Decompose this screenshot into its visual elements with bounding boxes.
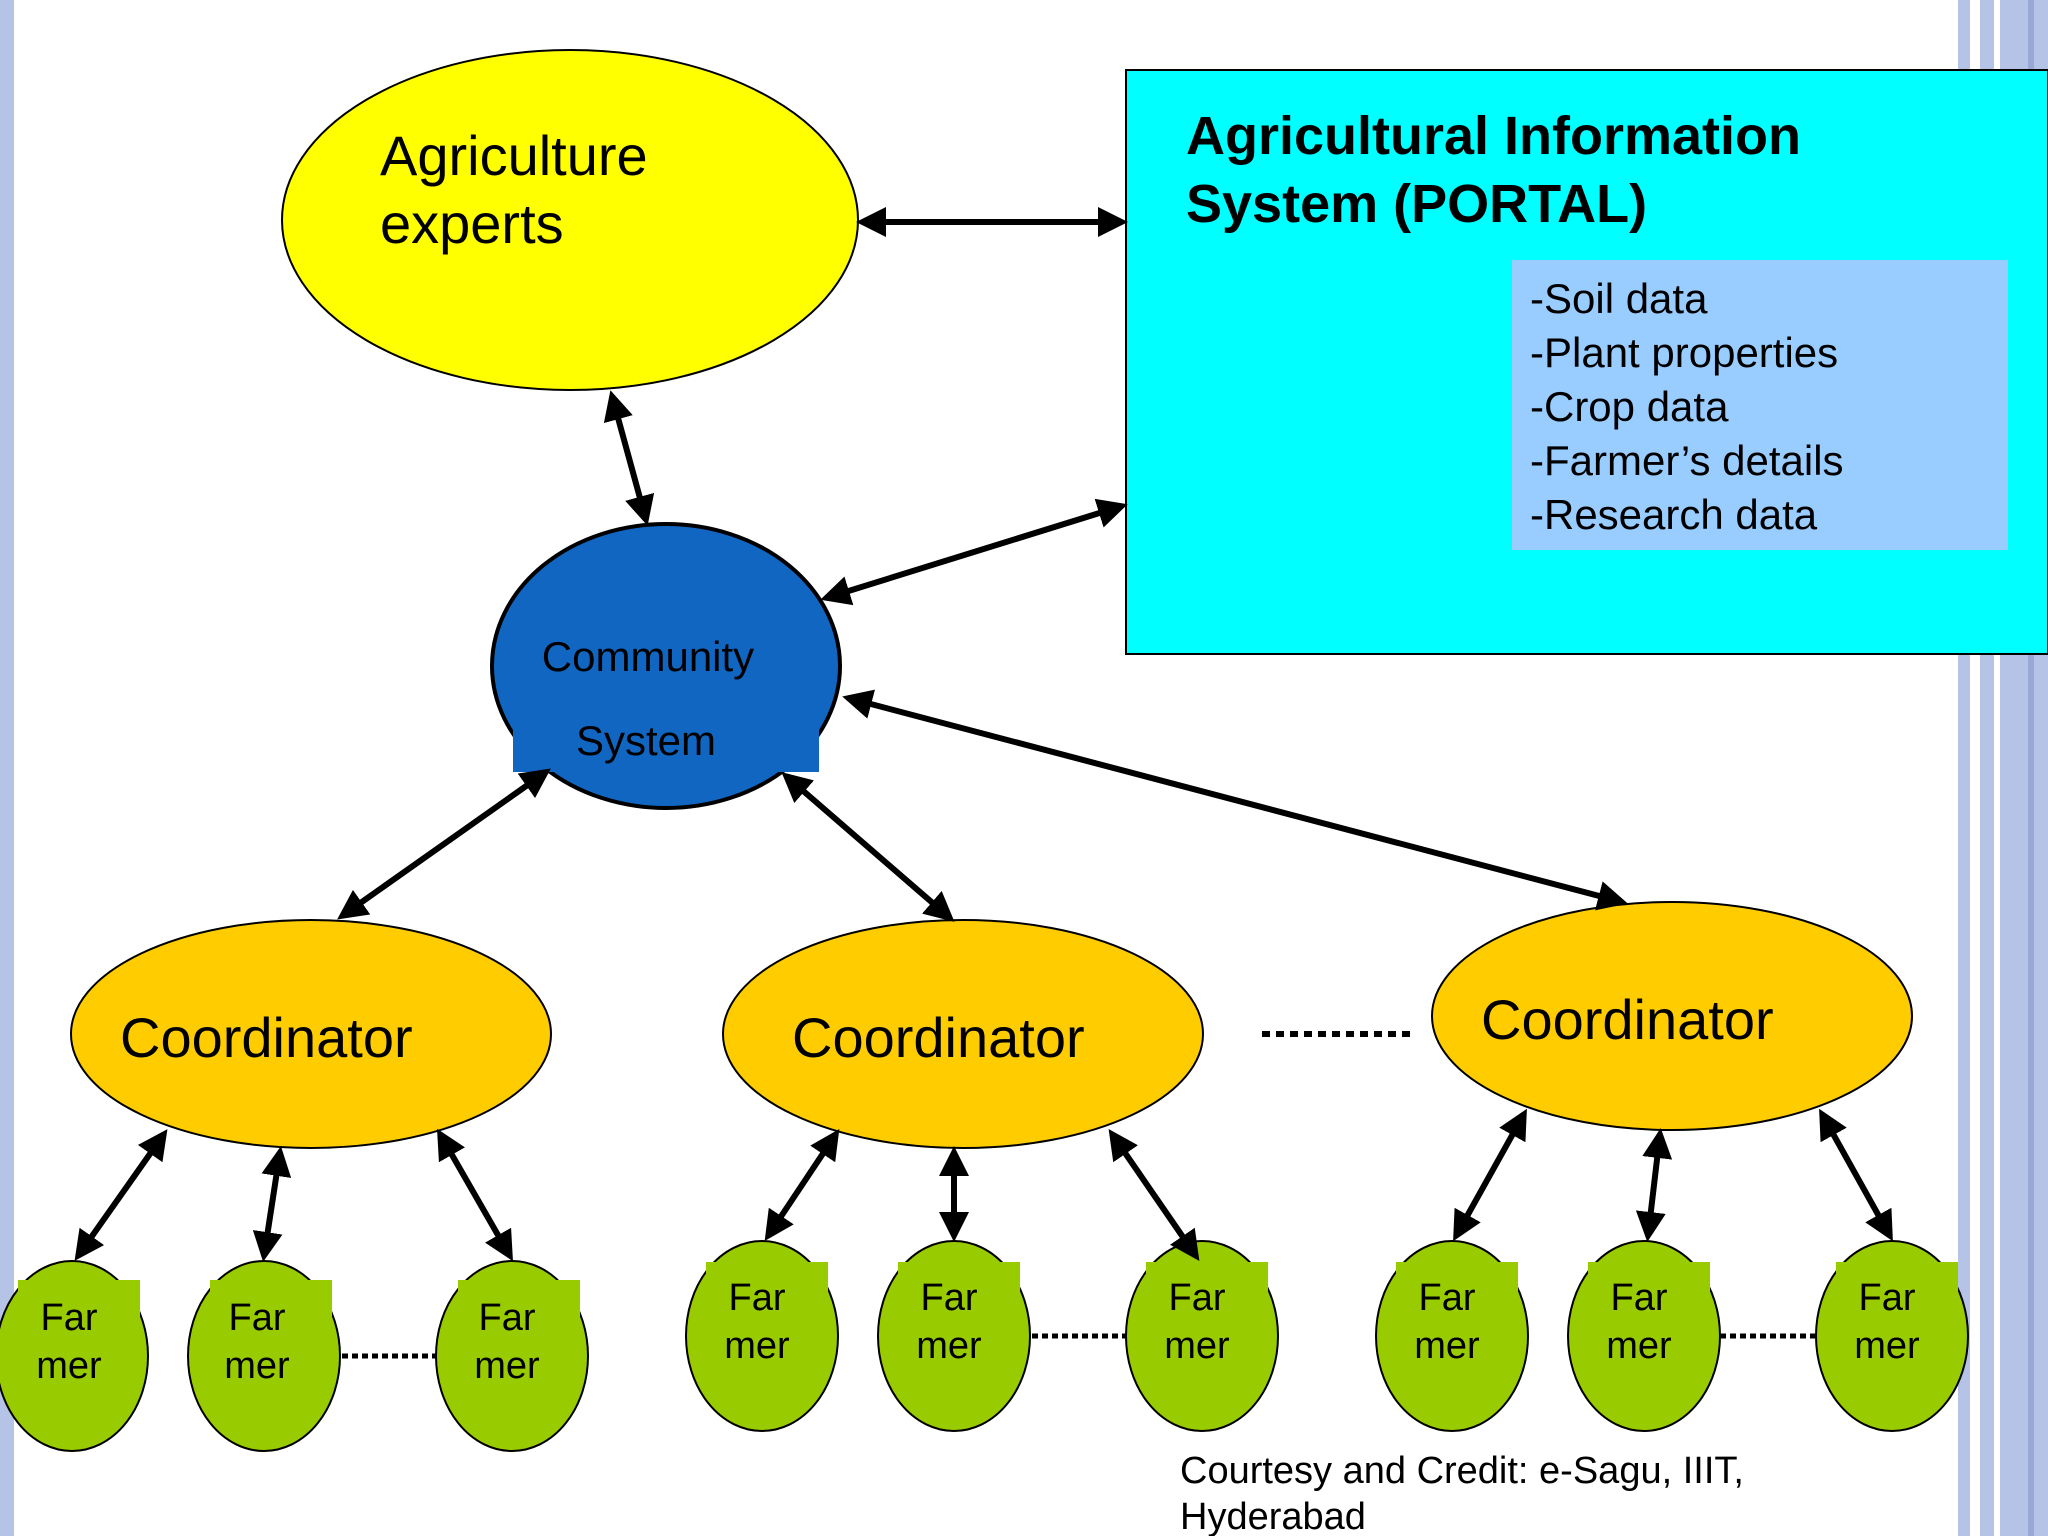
arrow-coord3-farmer8 xyxy=(1635,1128,1673,1242)
farmer-label-2-line1: Far xyxy=(228,1297,286,1339)
farmer-node-3 xyxy=(435,1260,589,1452)
farmer-label-1-line2: mer xyxy=(36,1345,102,1387)
left-border xyxy=(0,0,14,1536)
farmer-label-1: Far mer xyxy=(14,1294,124,1390)
arrow-coord1-farmer1 xyxy=(74,1129,168,1261)
portal-item-crop: -Crop data xyxy=(1530,383,1729,430)
farmer-label-7: Far mer xyxy=(1392,1274,1502,1370)
farmer-node-5 xyxy=(877,1240,1031,1432)
experts-label-line1: Agriculture xyxy=(380,124,648,187)
portal-item-farmer: -Farmer’s details xyxy=(1530,437,1844,484)
farmer-label-9: Far mer xyxy=(1832,1274,1942,1370)
farmer-label-4-line2: mer xyxy=(724,1325,790,1367)
farmer-label-3-line1: Far xyxy=(478,1297,536,1339)
farmer-label-5-line2: mer xyxy=(916,1325,982,1367)
portal-item-soil: -Soil data xyxy=(1530,275,1708,322)
right-border-stripe xyxy=(2028,0,2034,1536)
farmer-node-1 xyxy=(0,1260,149,1452)
community-label-line1: Community xyxy=(541,633,755,680)
arrow-experts-community xyxy=(603,390,655,526)
arrow-community-coordinator-2 xyxy=(781,772,955,922)
farmer-node-4 xyxy=(685,1240,839,1432)
farmer-label-6-line2: mer xyxy=(1164,1325,1230,1367)
community-label-band xyxy=(513,720,819,772)
arrow-coord1-farmer2 xyxy=(252,1146,292,1262)
community-label-line2: System xyxy=(575,717,717,764)
farmer-label-9-line2: mer xyxy=(1854,1325,1920,1367)
coordinator-label-2: Coordinator xyxy=(792,1006,1085,1069)
experts-label-line2: experts xyxy=(380,192,564,255)
arrow-community-coordinator-1 xyxy=(337,768,551,920)
credit-line2: Hyderabad xyxy=(1180,1496,1366,1536)
farmer-label-3-line2: mer xyxy=(474,1345,540,1387)
farmer-node-7 xyxy=(1375,1240,1529,1432)
portal-title: Agricultural Information System (PORTAL) xyxy=(1186,102,1801,238)
portal-item-research: -Research data xyxy=(1530,491,1818,538)
experts-label: Agriculture experts xyxy=(380,122,648,258)
portal-data-list-box xyxy=(1512,260,2008,550)
arrow-community-coordinator-3 xyxy=(842,689,1628,911)
farmer-label-4: Far mer xyxy=(702,1274,812,1370)
farmer-label-2-line2: mer xyxy=(224,1345,290,1387)
arrow-coord2-farmer6 xyxy=(1108,1129,1200,1261)
portal-title-line2: System (PORTAL) xyxy=(1186,174,1648,234)
farmer-label-4-line1: Far xyxy=(728,1277,786,1319)
farmer-label-2: Far mer xyxy=(202,1294,312,1390)
farmer-label-6: Far mer xyxy=(1142,1274,1252,1370)
farmer-label-9-line1: Far xyxy=(1858,1277,1916,1319)
farmer-label-7-line2: mer xyxy=(1414,1325,1480,1367)
farmer-label-6-line1: Far xyxy=(1168,1277,1226,1319)
portal-data-list: -Soil data -Plant properties -Crop data … xyxy=(1530,272,1844,542)
farmer-label-8-line1: Far xyxy=(1610,1277,1668,1319)
farmer-label-5-line1: Far xyxy=(920,1277,978,1319)
coordinator-node-1 xyxy=(70,919,552,1149)
arrow-coord3-farmer7 xyxy=(1453,1108,1527,1242)
coordinator-label-1: Coordinator xyxy=(120,1006,413,1069)
arrow-coord1-farmer3 xyxy=(437,1128,513,1262)
farmer-label-8: Far mer xyxy=(1584,1274,1694,1370)
farmer-label-5: Far mer xyxy=(894,1274,1004,1370)
portal-item-plant: -Plant properties xyxy=(1530,329,1839,376)
credit-note: Courtesy and Credit: e-Sagu, IIIT, Hyder… xyxy=(1180,1448,1744,1536)
farmer-node-9 xyxy=(1815,1240,1969,1432)
farmer-node-2 xyxy=(187,1260,341,1452)
farmer-label-3: Far mer xyxy=(452,1294,562,1390)
arrow-coord2-farmer4 xyxy=(764,1129,840,1241)
arrow-community-portal xyxy=(820,498,1128,606)
credit-line1: Courtesy and Credit: e-Sagu, IIIT, xyxy=(1180,1450,1744,1492)
portal-title-line1: Agricultural Information xyxy=(1186,106,1802,166)
farmer-node-6 xyxy=(1125,1240,1279,1432)
arrow-coord3-farmer9 xyxy=(1819,1108,1893,1242)
coordinator-label-3: Coordinator xyxy=(1481,988,1774,1051)
farmer-label-8-line2: mer xyxy=(1606,1325,1672,1367)
farmer-label-7-line1: Far xyxy=(1418,1277,1476,1319)
farmer-label-1-line1: Far xyxy=(40,1297,98,1339)
